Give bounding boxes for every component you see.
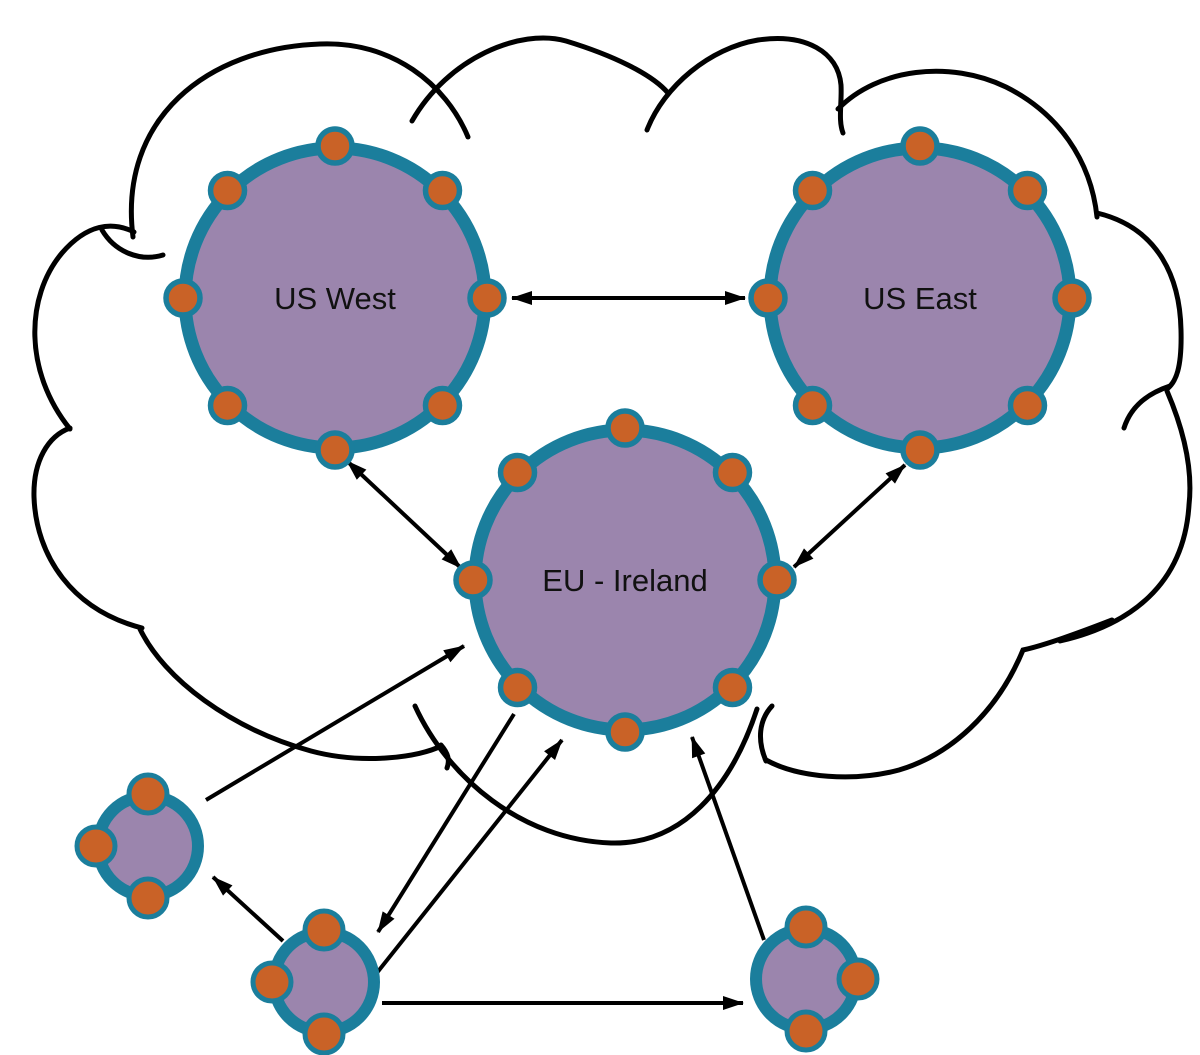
connections <box>204 291 907 1010</box>
region-us-east: US East <box>748 126 1092 470</box>
cloud-outline-arc <box>835 68 1100 220</box>
cloud-outline-arc <box>1121 383 1173 431</box>
node-dot <box>302 1012 346 1055</box>
connection-arrow-us-west-to-eu-ireland <box>345 459 463 570</box>
connection-arrow-eu-ireland-to-site-central <box>376 712 516 934</box>
node-dot <box>422 385 463 426</box>
cloud-outline-arc <box>763 617 1115 780</box>
node-dot <box>163 278 203 318</box>
cloud-outline-arc <box>31 425 145 631</box>
site-site-central <box>250 908 380 1055</box>
cloud-outline <box>31 35 1193 846</box>
region-eu-ireland: EU - Ireland <box>453 408 797 752</box>
node-dot <box>792 385 833 426</box>
node-dot <box>900 430 940 470</box>
node-dot <box>453 560 493 600</box>
cloud-outline-arc <box>137 626 444 761</box>
cloud-outline-arc <box>644 36 846 136</box>
site-site-west <box>74 772 204 920</box>
node-dot <box>74 824 118 868</box>
region-us-west: US West <box>163 126 507 470</box>
cloud-outline-arc <box>409 35 671 124</box>
node-dot <box>126 772 170 816</box>
node-dot <box>836 957 880 1001</box>
node-dot <box>497 667 538 708</box>
node-dot <box>900 126 940 166</box>
connection-arrow-site-west-to-eu-ireland <box>204 644 466 802</box>
node-dot <box>250 960 294 1004</box>
node-dot <box>126 876 170 920</box>
node-dot <box>207 385 248 426</box>
cloud-outline-arc <box>32 223 137 432</box>
connection-arrow-site-central-to-eu-ireland <box>374 738 564 976</box>
node-dot <box>302 908 346 952</box>
node-dot <box>605 712 645 752</box>
connection-arrow-us-east-to-eu-ireland <box>792 463 907 569</box>
node-dot <box>207 170 248 211</box>
node-dot <box>467 278 507 318</box>
cloud-outline-arc <box>1057 388 1193 644</box>
cloud-outline-arc <box>412 703 760 846</box>
node-dot <box>422 170 463 211</box>
node-dot <box>497 452 538 493</box>
region-label-us-west: US West <box>274 281 396 316</box>
site-site-east <box>750 905 880 1053</box>
cloud-outline-arc <box>128 41 471 240</box>
node-dot <box>315 430 355 470</box>
node-dot <box>784 905 828 949</box>
node-dot <box>712 452 753 493</box>
node-dot <box>784 1009 828 1053</box>
cloud-outline-arc <box>99 227 166 260</box>
region-label-eu-ireland: EU - Ireland <box>542 563 707 598</box>
node-dot <box>712 667 753 708</box>
node-dot <box>1052 278 1092 318</box>
region-label-us-east: US East <box>863 281 977 316</box>
node-dot <box>792 170 833 211</box>
node-dot <box>748 278 788 318</box>
connection-arrow-site-east-to-eu-ireland <box>690 736 766 941</box>
node-dot <box>1007 170 1048 211</box>
connection-arrow-site-central-to-site-west <box>211 875 285 943</box>
cloud-outline-arc <box>1094 210 1184 392</box>
cloud-outline-arc <box>758 703 775 764</box>
cloud-outline-arc <box>438 742 451 771</box>
node-dot <box>757 560 797 600</box>
node-dot <box>315 126 355 166</box>
node-dot <box>1007 385 1048 426</box>
node-dot <box>605 408 645 448</box>
